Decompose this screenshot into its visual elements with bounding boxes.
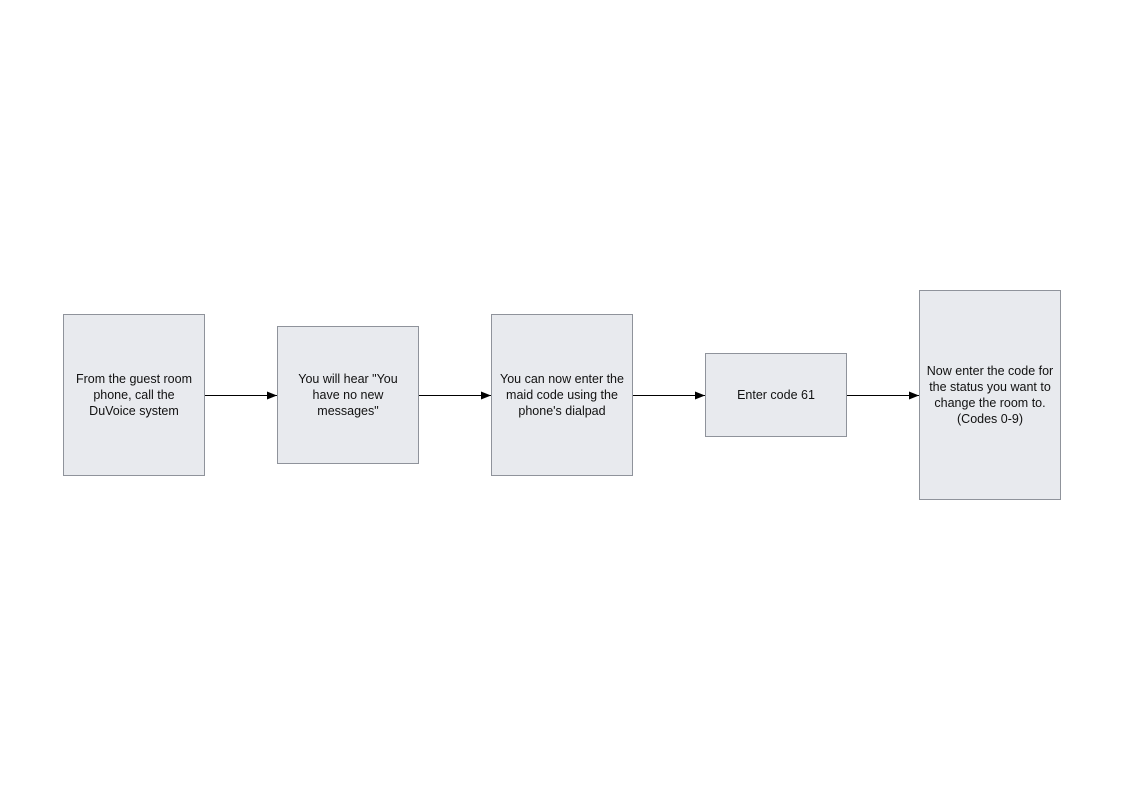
step-enter-code-61: Enter code 61 [705,353,847,437]
step-hear-no-messages: You will hear "You have no new messages" [277,326,419,464]
step-enter-maid-code: You can now enter the maid code using th… [491,314,633,476]
step-enter-status-code: Now enter the code for the status you wa… [919,290,1061,500]
step-call-duvoice: From the guest room phone, call the DuVo… [63,314,205,476]
